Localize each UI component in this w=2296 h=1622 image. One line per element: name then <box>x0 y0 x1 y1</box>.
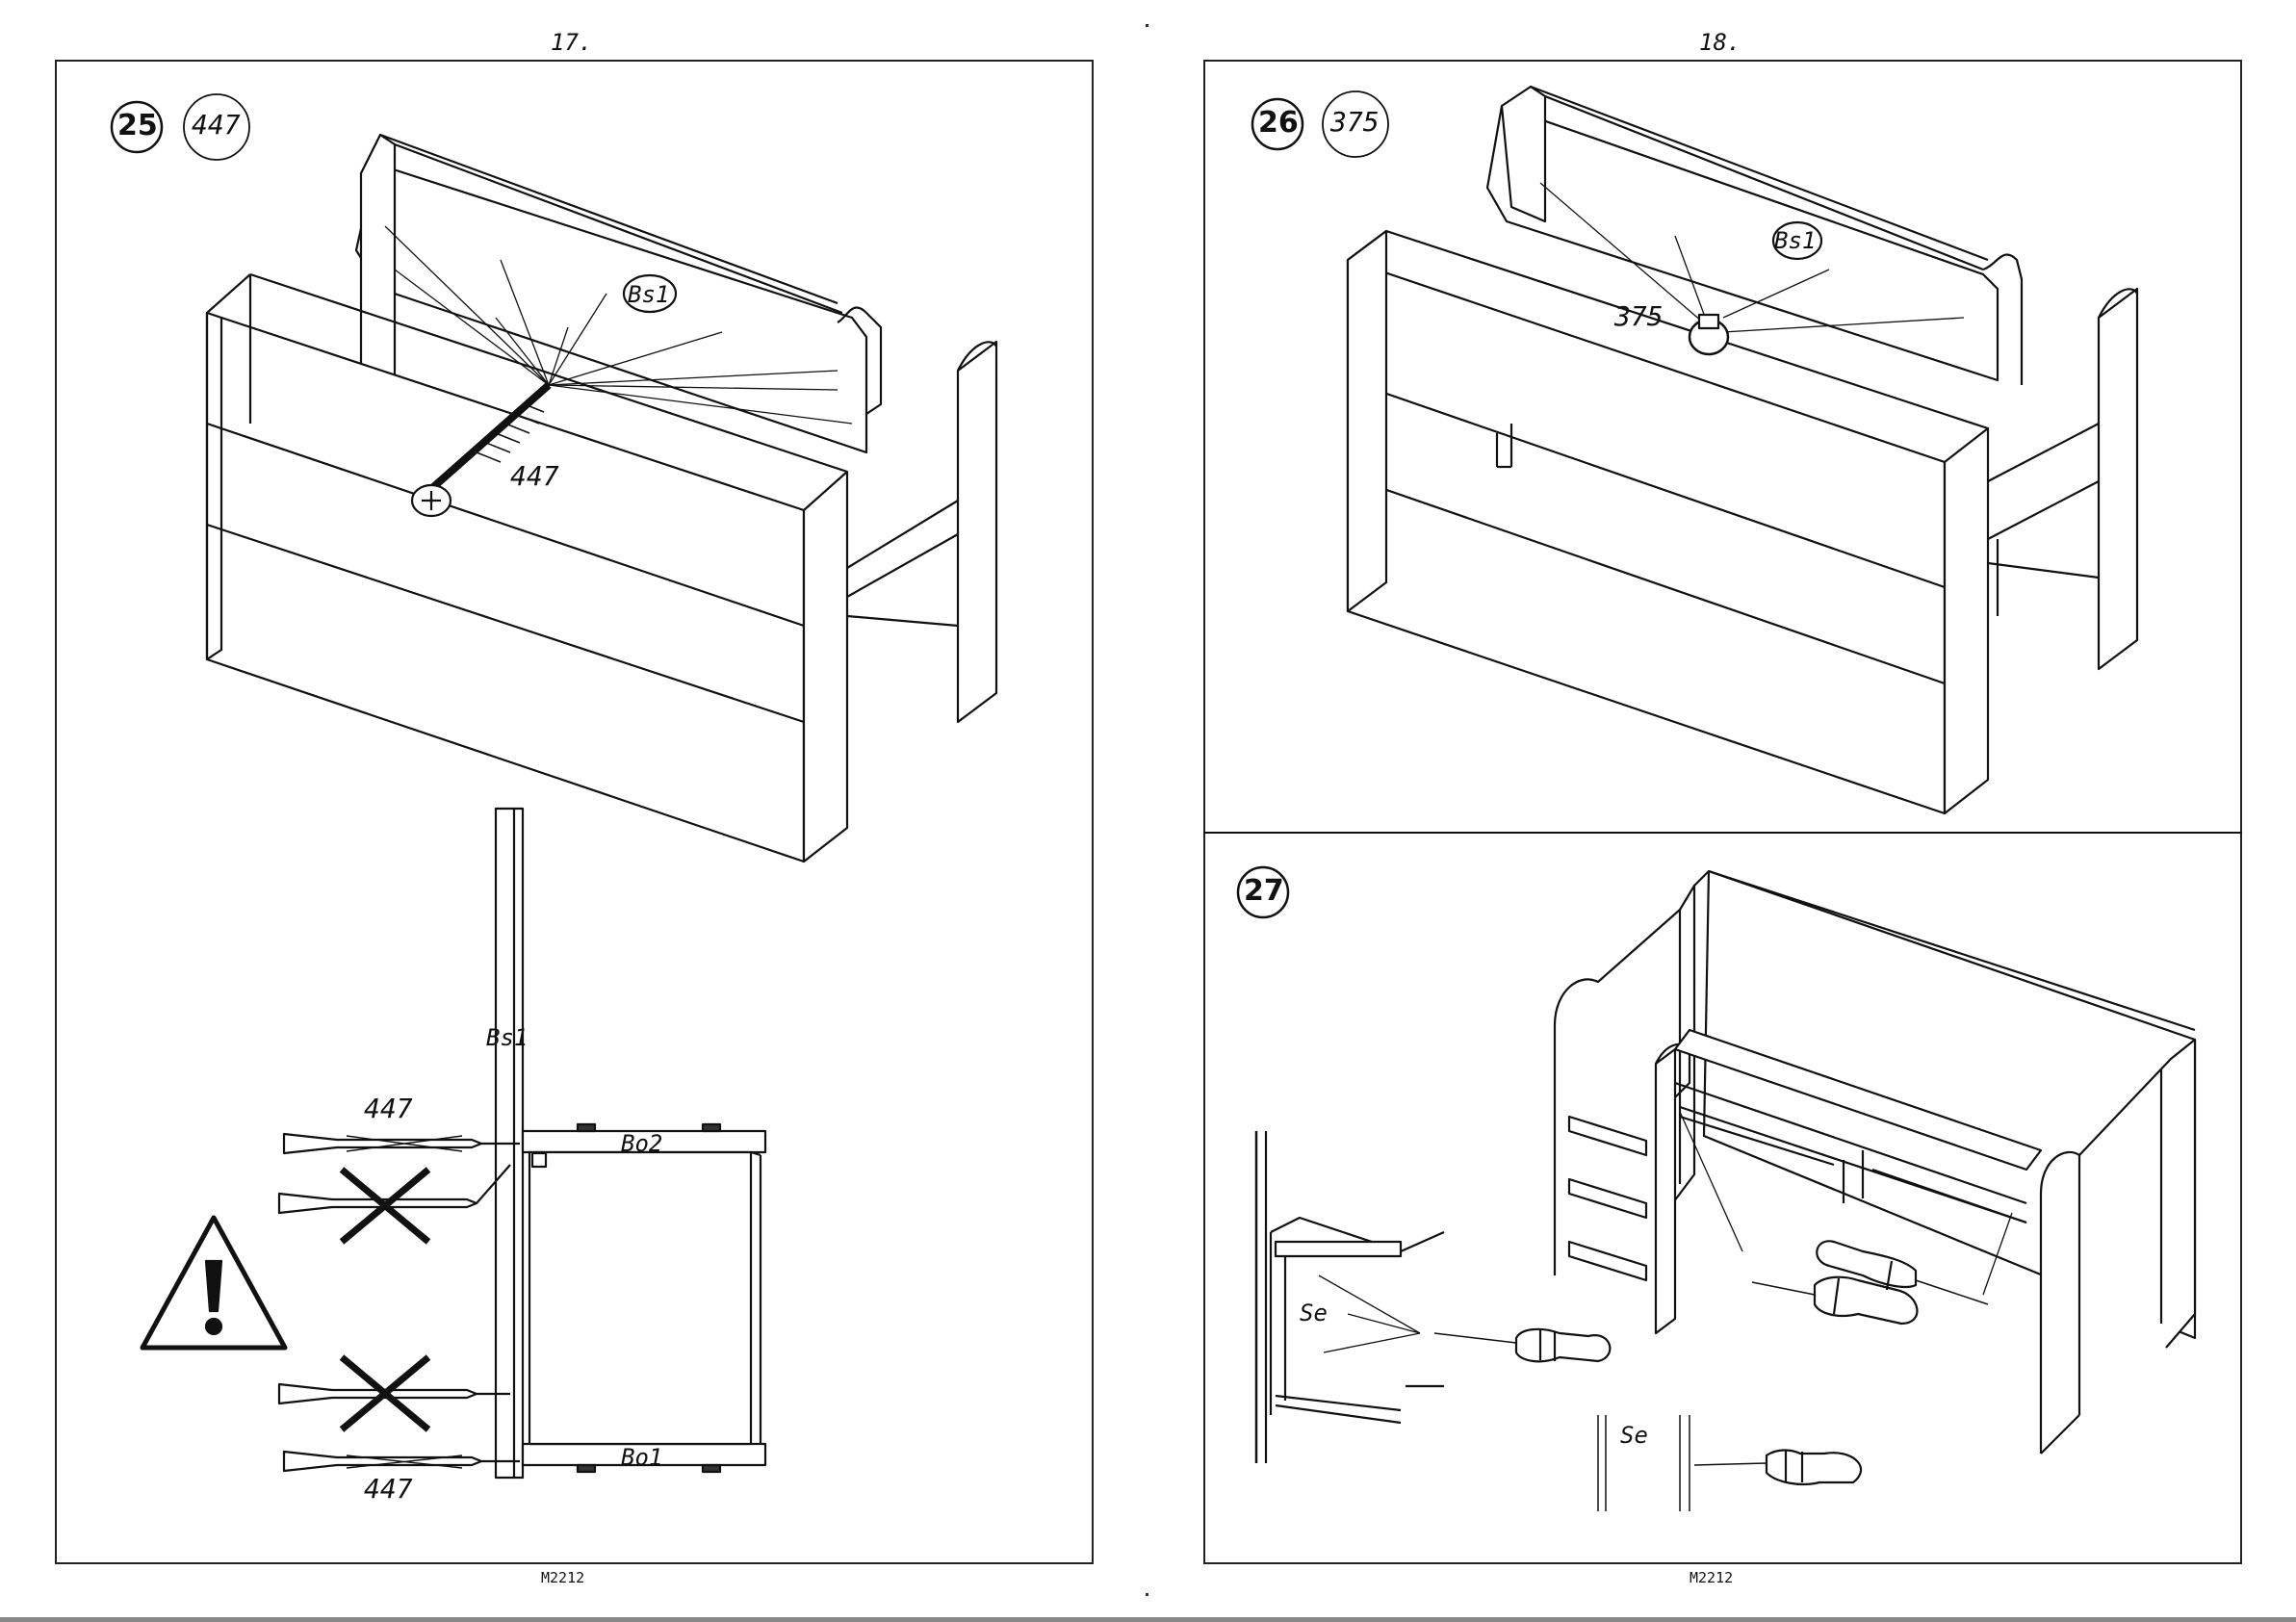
step-26-bed-frame <box>1348 87 2137 813</box>
screw-qty-label-step25: 447 <box>510 460 559 492</box>
detail-se-label-1: Se <box>1300 1300 1328 1326</box>
step-25-badge: 25 <box>117 109 158 142</box>
detail-top-screw-qty: 447 <box>364 1093 413 1124</box>
detail-bottom-screw-qty: 447 <box>364 1473 413 1505</box>
screw-icon <box>279 1134 481 1471</box>
knob-qty-label: 375 <box>1614 300 1664 332</box>
step-26-badge: 26 <box>1258 106 1299 140</box>
knob-icon <box>1690 315 1728 354</box>
step-25-detail <box>142 809 765 1478</box>
warning-triangle-icon <box>142 1218 285 1348</box>
step-25-bed-frame <box>207 135 996 862</box>
detail-se-label-2: Se <box>1620 1422 1648 1449</box>
step-25-qty: 447 <box>192 109 241 141</box>
step-27-bed-with-desk <box>1256 871 2195 1511</box>
part-label-bs1-step26: Bs1 <box>1774 227 1816 254</box>
screwdriver-icon <box>1694 1450 1861 1483</box>
step-27-badge: 27 <box>1244 874 1284 908</box>
screwdriver-icon <box>1434 1329 1610 1361</box>
detail-bs1-label: Bs1 <box>486 1024 528 1051</box>
page-bottom-edge <box>0 1617 2296 1622</box>
board-label-bo1: Bo1 <box>621 1444 662 1471</box>
board-label-bo2: Bo2 <box>621 1130 662 1157</box>
part-label-bs1-step25: Bs1 <box>628 281 669 308</box>
step-26-qty: 375 <box>1330 106 1380 138</box>
